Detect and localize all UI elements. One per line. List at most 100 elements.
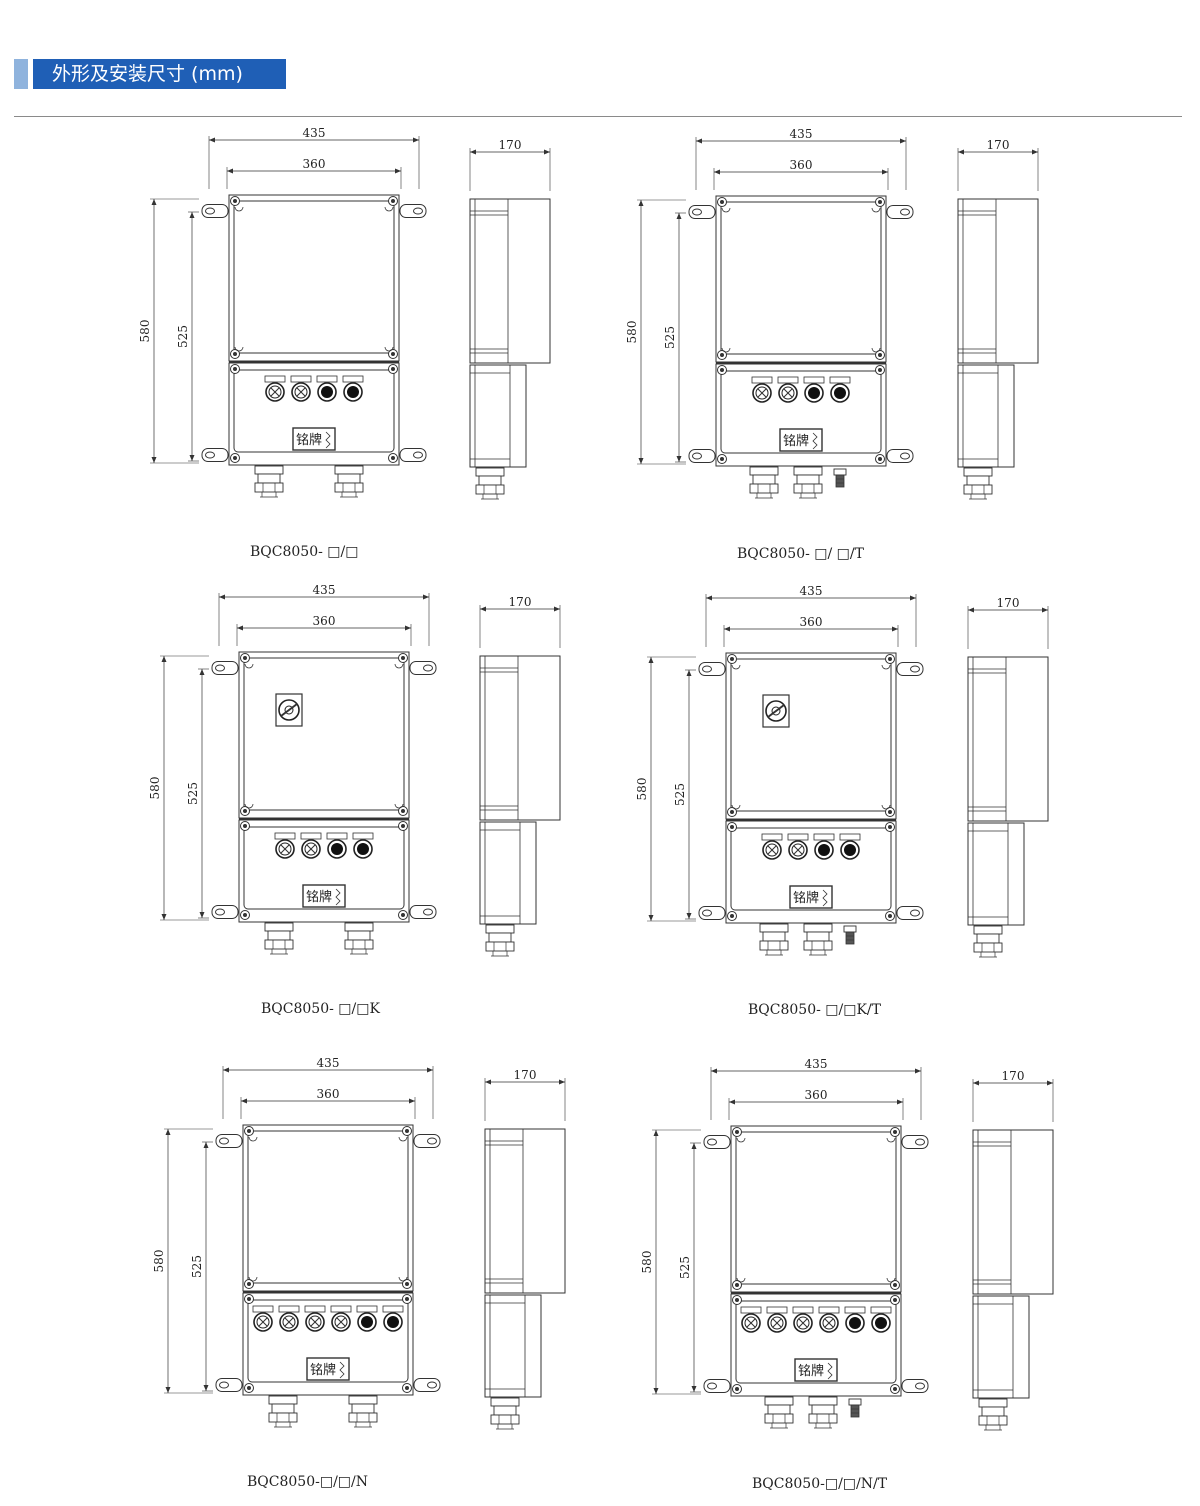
cable-gland xyxy=(254,465,284,498)
header-divider xyxy=(14,116,1182,117)
dimension-height: 580 xyxy=(635,656,696,922)
dimension-width: 435 xyxy=(222,1056,434,1119)
upper-cover xyxy=(720,201,882,355)
rotary-switch xyxy=(762,694,790,728)
cable-gland xyxy=(749,466,779,499)
dimension-width-label: 435 xyxy=(317,1056,340,1070)
dimension-width-label: 435 xyxy=(805,1057,828,1071)
push-button xyxy=(839,833,861,860)
dimension-hole-spacing: 525 xyxy=(678,1142,701,1393)
side-upper-body xyxy=(484,1128,566,1294)
pilot-lamp xyxy=(300,832,322,859)
dimension-depth-label: 170 xyxy=(509,595,532,609)
dimension-hole-spacing: 525 xyxy=(663,212,686,463)
nameplate-label: 铭牌 xyxy=(310,1362,336,1378)
indicator-row xyxy=(252,1305,404,1332)
side-view-3: 170 xyxy=(479,595,561,957)
dimension-depth-label: 170 xyxy=(987,138,1010,152)
nameplate-label: 铭牌 xyxy=(793,890,819,906)
dimension-hole-spacing: 525 xyxy=(673,669,696,920)
dimension-height: 580 xyxy=(148,655,209,921)
cable-gland xyxy=(793,466,823,499)
grounding-terminal xyxy=(843,925,857,945)
front-view-2: 435 360 580 525 铭牌 xyxy=(625,127,914,499)
dimension-width: 435 xyxy=(218,583,430,646)
cable-gland xyxy=(268,1395,298,1428)
nameplate-label: 铭牌 xyxy=(798,1363,824,1379)
push-button xyxy=(803,376,825,403)
nameplate-label: 铭牌 xyxy=(306,889,332,905)
dimension-hole-spacing: 525 xyxy=(190,1141,213,1392)
dimension-depth: 170 xyxy=(479,595,561,648)
dimension-height-label: 580 xyxy=(148,777,162,800)
indicator-row xyxy=(264,375,364,402)
side-view-5: 170 xyxy=(484,1068,566,1430)
dimension-inner-width-label: 360 xyxy=(790,158,813,172)
cable-gland xyxy=(803,923,833,956)
cable-gland xyxy=(485,924,515,957)
dimension-depth: 170 xyxy=(957,138,1039,191)
pilot-lamp xyxy=(304,1305,326,1332)
dimension-width-label: 435 xyxy=(313,583,336,597)
push-button xyxy=(382,1305,404,1332)
dimension-width: 435 xyxy=(705,584,917,647)
dimension-depth-label: 170 xyxy=(499,138,522,152)
caption-2: BQC8050- □/ □/T xyxy=(737,546,864,562)
push-button xyxy=(829,376,851,403)
side-upper-body xyxy=(479,655,561,821)
dimension-hole-spacing-label: 525 xyxy=(190,1255,204,1278)
nameplate: 铭牌 xyxy=(789,885,833,909)
dimension-hole-spacing: 525 xyxy=(186,668,209,919)
dimension-inner-width: 360 xyxy=(226,157,402,189)
dimension-hole-spacing-label: 525 xyxy=(186,782,200,805)
upper-cover xyxy=(233,200,395,354)
side-lower-body xyxy=(972,1295,1030,1399)
dimension-width: 435 xyxy=(710,1057,922,1120)
dimension-width-label: 435 xyxy=(790,127,813,141)
dimension-hole-spacing: 525 xyxy=(176,211,199,462)
dimension-width-label: 435 xyxy=(800,584,823,598)
dimension-height: 580 xyxy=(138,198,199,464)
pilot-lamp xyxy=(330,1305,352,1332)
upper-cover xyxy=(735,1131,897,1285)
dimension-height: 580 xyxy=(152,1128,213,1394)
side-lower-body xyxy=(957,364,1015,468)
dimension-width-label: 435 xyxy=(303,126,326,140)
grounding-terminal xyxy=(833,468,847,488)
dimension-depth: 170 xyxy=(484,1068,566,1121)
push-button xyxy=(352,832,374,859)
pilot-lamp xyxy=(766,1306,788,1333)
dimension-inner-width-label: 360 xyxy=(303,157,326,171)
cable-gland xyxy=(334,465,364,498)
pilot-lamp xyxy=(751,376,773,403)
indicator-row xyxy=(740,1306,892,1333)
cable-gland xyxy=(475,467,505,500)
side-upper-body xyxy=(469,198,551,364)
dimension-height: 580 xyxy=(625,199,686,465)
side-lower-body xyxy=(967,822,1025,926)
dimension-width: 435 xyxy=(208,126,420,189)
header-accent-bar xyxy=(14,59,28,89)
cable-gland xyxy=(963,467,993,500)
dimension-height-label: 580 xyxy=(625,321,639,344)
cable-gland xyxy=(490,1397,520,1430)
upper-cover xyxy=(247,1130,409,1284)
indicator-row xyxy=(751,376,851,403)
push-button xyxy=(844,1306,866,1333)
section-header: 外形及安装尺寸 (mm) xyxy=(14,59,286,89)
dimension-height: 580 xyxy=(640,1129,701,1395)
pilot-lamp xyxy=(787,833,809,860)
side-view-2: 170 xyxy=(957,138,1039,500)
dimension-height-label: 580 xyxy=(640,1251,654,1274)
caption-1: BQC8050- □/□ xyxy=(250,544,359,560)
side-upper-body xyxy=(957,198,1039,364)
caption-3: BQC8050- □/□K xyxy=(261,1001,380,1017)
nameplate: 铭牌 xyxy=(779,428,823,452)
side-view-6: 170 xyxy=(972,1069,1054,1431)
push-button xyxy=(870,1306,892,1333)
dimension-inner-width: 360 xyxy=(723,615,899,647)
dimension-height-label: 580 xyxy=(152,1250,166,1273)
dimension-depth-label: 170 xyxy=(997,596,1020,610)
